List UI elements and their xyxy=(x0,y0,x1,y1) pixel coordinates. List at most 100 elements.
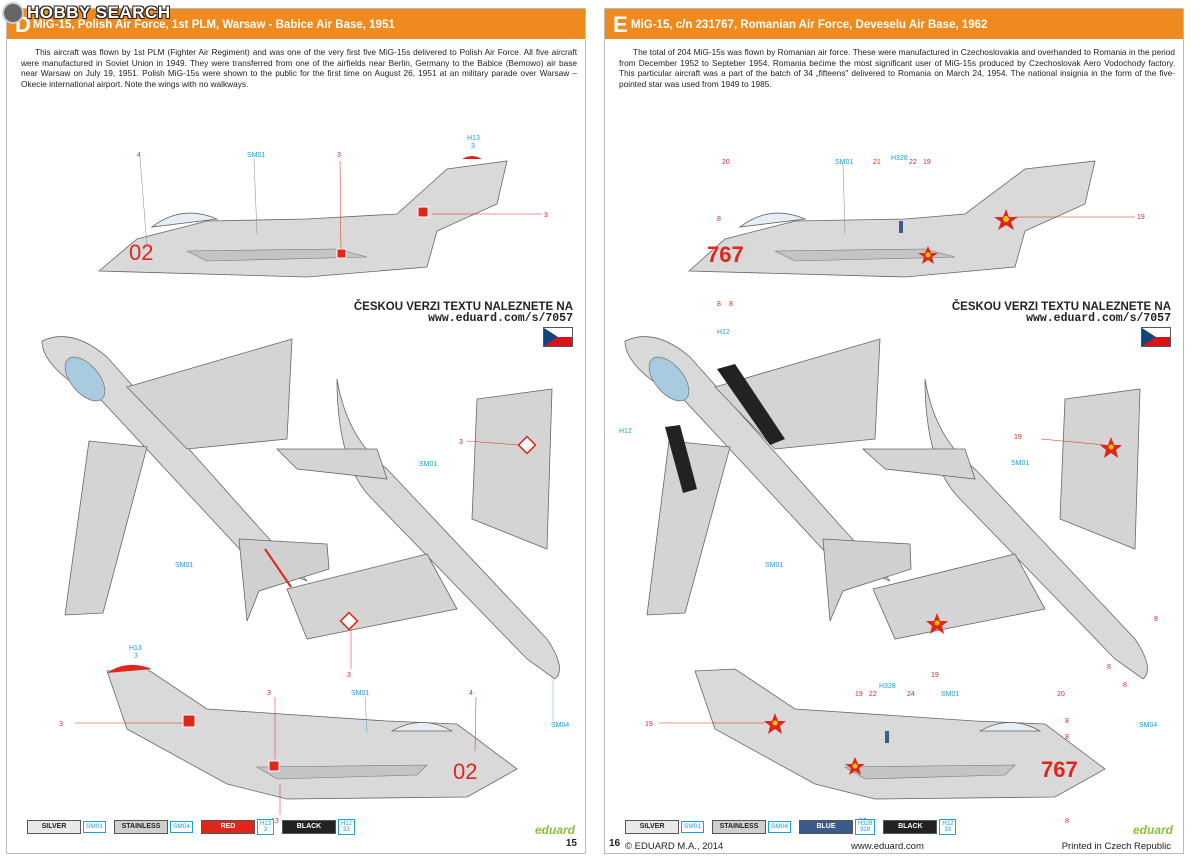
callout-8-right-c: 8 xyxy=(1123,682,1127,689)
callout-8-bottom-b: 8 xyxy=(1065,734,1069,741)
eduard-logo: eduard xyxy=(534,823,575,837)
czech-version-note: ČESKOU VERZI TEXTU NALEZNETE NA xyxy=(353,301,573,313)
swatch-code-num: 33 xyxy=(343,827,350,833)
eduard-logo: eduard xyxy=(1132,823,1173,837)
callout-sm04: SM04 xyxy=(1139,722,1157,729)
swatch-stainless: STAINLESS SM04 xyxy=(113,820,193,834)
callout-h12-left: H12 xyxy=(619,428,632,435)
swatch-code-text: H12 xyxy=(942,821,954,827)
callout-19-top: 19 xyxy=(923,159,931,166)
callout-sm01-top: SM01 xyxy=(247,152,265,159)
aircraft-illustrations: 767 xyxy=(619,155,1158,825)
callout-h328-top: H328 xyxy=(891,155,908,162)
scheme-title: MiG-15, c/n 231767, Romanian Air Force, … xyxy=(631,19,988,31)
czech-flag-icon xyxy=(543,327,573,347)
swatch-label: RED xyxy=(200,820,255,834)
callout-20-top: 20 xyxy=(722,159,730,166)
side-view-bottom: 02 xyxy=(75,664,518,815)
scheme-title: MiG-15, Polish Air Force, 1st PLM, Warsa… xyxy=(33,19,395,31)
callout-3-top: 3 xyxy=(337,152,341,159)
callout-8-lower-a: 8 xyxy=(717,301,721,308)
watermark-text: HOBBY SEARCH xyxy=(27,3,171,22)
swatch-silver: SILVER SM01 xyxy=(625,820,704,834)
callout-8-right-a: 8 xyxy=(1154,616,1158,623)
swatch-code-text: H12 xyxy=(340,821,352,827)
callout-sm01-bottom-view: SM01 xyxy=(419,461,437,468)
page-footer: © EDUARD M.A., 2014 www.eduard.com Print… xyxy=(605,839,1183,853)
side-view-bottom: 767 xyxy=(659,668,1106,800)
swatch-code-text: H13 xyxy=(259,821,271,827)
callout-19-under-wing: 19 xyxy=(931,672,939,679)
callout-20-bottom: 20 xyxy=(1057,691,1065,698)
callout-8-right-b: 8 xyxy=(1107,664,1111,671)
scheme-description: This aircraft was flown by 1st PLM (Figh… xyxy=(21,47,577,89)
page-number: 16 xyxy=(609,838,621,849)
callout-21: 21 xyxy=(873,159,881,166)
swatch-stainless: STAINLESS SM04 xyxy=(711,820,791,834)
callout-h328-bottom: H328 xyxy=(879,683,896,690)
czech-version-url[interactable]: www.eduard.com/s/7057 xyxy=(1026,312,1171,325)
watermark: HOBBY SEARCH xyxy=(2,1,171,25)
callout-4-top: 4 xyxy=(137,152,141,159)
page-header: D MiG-15, Polish Air Force, 1st PLM, War… xyxy=(7,9,585,39)
page-number: 15 xyxy=(565,838,577,849)
callout-h12-top: H12 xyxy=(717,329,730,336)
bottom-view xyxy=(861,378,1148,680)
swatch-label: STAINLESS xyxy=(711,820,766,834)
swatch-code-num: 328 xyxy=(860,827,871,833)
callout-8-lower-b: 8 xyxy=(729,301,733,308)
side-view-top: 02 xyxy=(97,156,542,278)
footer-url[interactable]: www.eduard.com xyxy=(851,841,924,852)
swatch-label: STAINLESS xyxy=(113,820,168,834)
callout-sm01-top: SM01 xyxy=(835,159,853,166)
callout-24: 24 xyxy=(907,691,915,698)
tactical-number-767: 767 xyxy=(707,242,744,267)
swatch-code: SM04 xyxy=(169,821,193,833)
page-left: D MiG-15, Polish Air Force, 1st PLM, War… xyxy=(6,8,586,854)
callout-3-fin: 3 xyxy=(59,721,63,728)
printed-note: Printed in Czech Republic xyxy=(1061,841,1171,852)
watermark-logo-icon xyxy=(2,2,24,24)
callout-sm01-top-view: SM01 xyxy=(175,562,193,569)
swatch-label: SILVER xyxy=(27,820,81,834)
czech-flag-icon xyxy=(1141,327,1171,347)
callout-13: 13 xyxy=(271,818,279,825)
czech-version-url[interactable]: www.eduard.com/s/7057 xyxy=(428,312,573,325)
callout-8-nose: 8 xyxy=(1065,818,1069,825)
swatch-code-num: 33 xyxy=(944,827,952,833)
swatch-label: SILVER xyxy=(625,820,679,834)
callout-sm01-bottom: SM01 xyxy=(941,691,959,698)
callout-22-bottom: 22 xyxy=(869,691,877,698)
callout-8-top: 8 xyxy=(717,216,721,223)
aircraft-illustrations: 02 xyxy=(41,135,569,825)
swatch-label: BLUE xyxy=(798,820,853,834)
scheme-letter: E xyxy=(613,12,628,37)
swatch-label: BLACK xyxy=(281,820,336,834)
swatch-code: SM04 xyxy=(767,821,791,833)
callout-h13-top: H13 xyxy=(467,135,480,142)
swatch-code-num: 3 xyxy=(263,827,268,833)
page-header: E MiG-15, c/n 231767, Romanian Air Force… xyxy=(605,9,1183,39)
callout-sm01-bottom: SM01 xyxy=(351,690,369,697)
callout-sm01-bottom-view: SM01 xyxy=(1011,460,1029,467)
callout-22-top: 22 xyxy=(909,159,917,166)
tactical-number-767-bottom: 767 xyxy=(1041,757,1078,782)
top-view xyxy=(41,336,330,622)
bottom-view xyxy=(276,378,560,721)
top-view xyxy=(624,336,912,622)
callout-19-bottom: 19 xyxy=(855,691,863,698)
callout-4-bottom: 4 xyxy=(469,690,473,697)
callout-19-right: 19 xyxy=(1137,214,1145,221)
side-view-top: 767 xyxy=(687,160,1135,278)
callout-h13-bottom: H13 xyxy=(129,645,142,652)
scheme-description: The total of 204 MiG-15s was flown by Ro… xyxy=(619,47,1175,89)
callout-3-right: 3 xyxy=(544,212,548,219)
callouts: 4 SM01 3 H13 3 3 3 SM01 3 SM01 H13 3 3 3… xyxy=(59,135,569,825)
